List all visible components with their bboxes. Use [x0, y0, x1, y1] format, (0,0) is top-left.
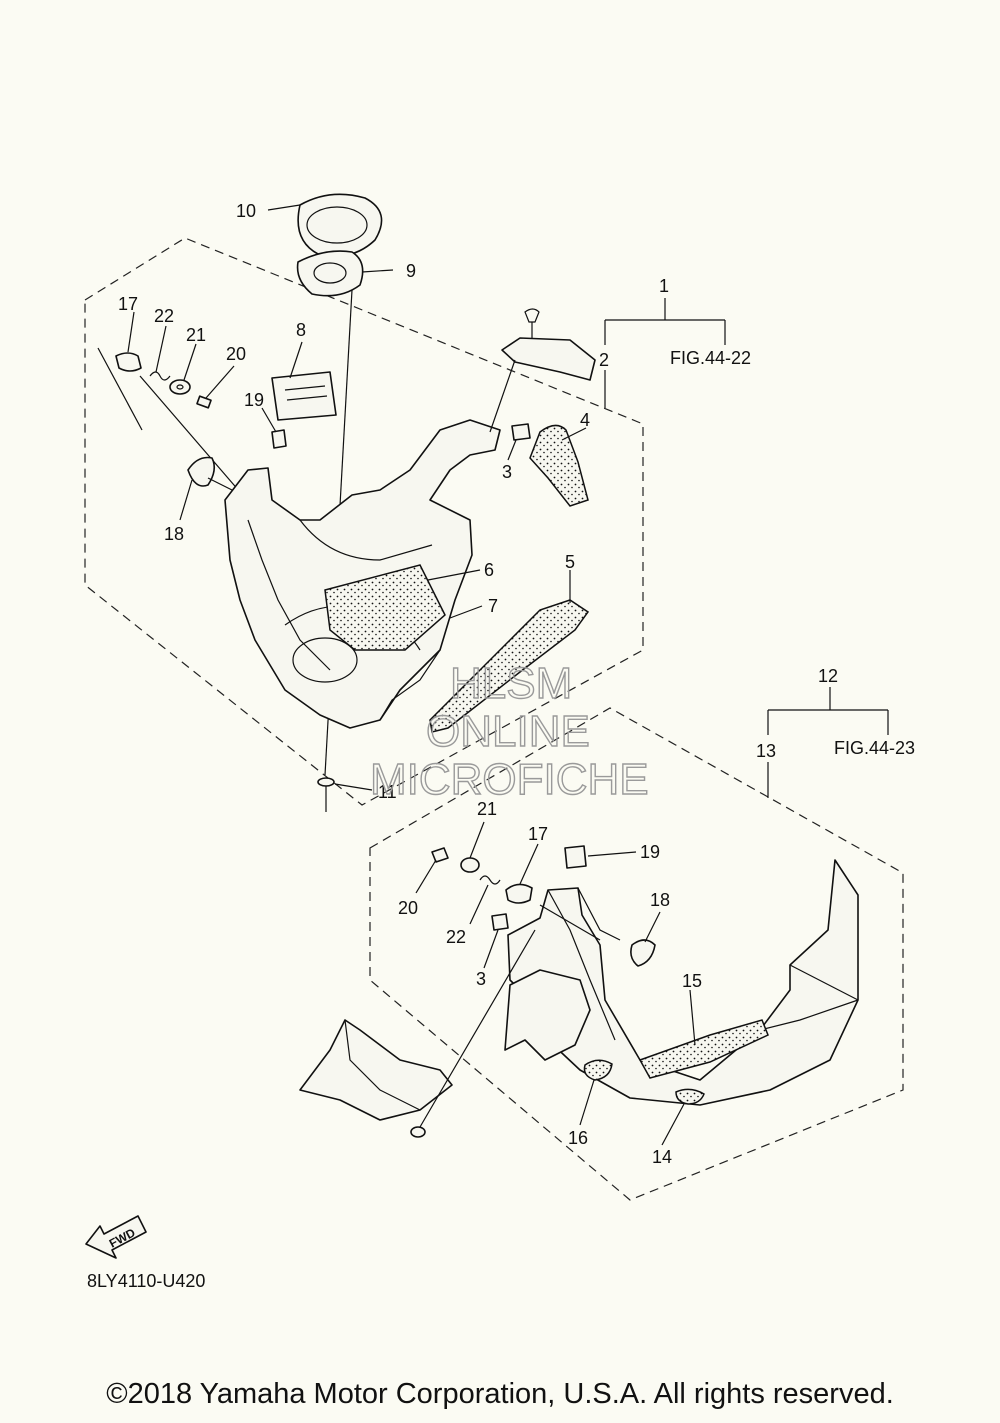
callout-5: 5: [565, 552, 575, 572]
callout-9: 9: [406, 261, 416, 281]
callout-22-upper: 22: [154, 306, 174, 326]
callout-21-lower: 21: [477, 799, 497, 819]
callout-20-lower: 20: [398, 898, 418, 918]
part-11-rivet: [317, 777, 335, 812]
callout-15: 15: [682, 971, 702, 991]
fig-ref-upper: FIG.44-22: [670, 348, 751, 368]
callout-2: 2: [599, 350, 609, 370]
part-9-grommet: [296, 250, 364, 297]
part-22-clip-upper: [149, 371, 171, 381]
watermark-line2: ONLINE: [426, 707, 590, 756]
callout-16: 16: [568, 1128, 588, 1148]
callout-8: 8: [296, 320, 306, 340]
part-15-strip: [638, 1019, 769, 1079]
part-8-label-lines: [284, 385, 328, 401]
bracket-1: [604, 298, 726, 408]
part-14-pad: [675, 1088, 705, 1105]
callout-19-upper: 19: [244, 390, 264, 410]
lower-leaders: [415, 821, 696, 1146]
part-4-pad: [529, 424, 589, 507]
part-13-lower-cover: [507, 859, 859, 1106]
callout-10: 10: [236, 201, 256, 221]
part-10-gasket: [297, 193, 383, 257]
part-18-grommet-lower: [630, 939, 656, 967]
callout-3-lower: 3: [476, 969, 486, 989]
part-21-washer-lower: [460, 857, 480, 873]
callout-6: 6: [484, 560, 494, 580]
part-6-pad: [324, 564, 446, 651]
part-5-strip: [429, 599, 590, 733]
watermark-line3: MICROFICHE: [370, 755, 649, 804]
part-20-screw-lower: [431, 847, 449, 863]
copyright-notice: ©2018 Yamaha Motor Corporation, U.S.A. A…: [106, 1378, 894, 1410]
part-18-grommet-upper: [187, 456, 237, 493]
part-16-pad: [583, 1059, 613, 1081]
callout-22-lower: 22: [446, 927, 466, 947]
callout-1: 1: [659, 276, 669, 296]
part-20-screw-upper: [139, 375, 241, 493]
upper-leaders: [127, 204, 587, 791]
lower-assembly-boundary: [369, 707, 904, 1201]
callout-17-lower: 17: [528, 824, 548, 844]
bracket-12: [767, 687, 889, 798]
callout-14: 14: [652, 1147, 672, 1167]
part-19-clip-upper: [271, 429, 287, 449]
part-3-nut-lower: [491, 913, 509, 931]
part-8-label: [271, 371, 337, 421]
callout-19-lower: 19: [640, 842, 660, 862]
callout-21-upper: 21: [186, 325, 206, 345]
leader-2-cover: [489, 359, 516, 433]
fwd-arrow-icon: FWD: [85, 1215, 147, 1259]
part-22-clip-lower: [479, 875, 501, 885]
callout-3: 3: [502, 462, 512, 482]
part-3-nut-upper: [511, 423, 531, 441]
callout-20-upper: 20: [226, 344, 246, 364]
fig-ref-lower: FIG.44-23: [834, 738, 915, 758]
leader-lower-bracket-screw: [419, 929, 536, 1128]
callout-18-lower: 18: [650, 890, 670, 910]
part-19-clip-lower: [564, 845, 587, 869]
part-21-washer-upper: [169, 379, 191, 395]
diagram-code: 8LY4110-U420: [87, 1271, 205, 1291]
callout-4: 4: [580, 410, 590, 430]
callout-11: 11: [378, 782, 397, 802]
callout-12: 12: [818, 666, 838, 686]
part-lower-side-panel: [504, 969, 591, 1061]
part-17-nut-lower: [505, 883, 533, 904]
watermark-line1: HLSM: [450, 659, 572, 708]
part-2-bracket: [501, 308, 596, 381]
part-lower-bracket: [299, 1019, 453, 1138]
callout-18-upper: 18: [164, 524, 184, 544]
part-17-nut-upper: [97, 347, 143, 431]
callout-13: 13: [756, 741, 776, 761]
callout-7: 7: [488, 596, 498, 616]
callout-17-upper: 17: [118, 294, 138, 314]
